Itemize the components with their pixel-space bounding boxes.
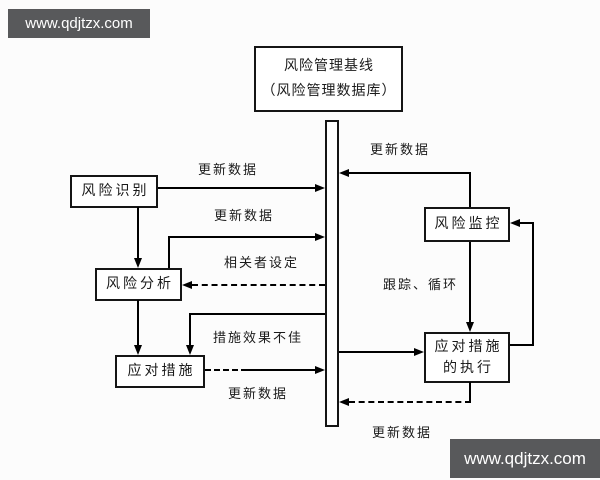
edge-measures-to-bus-dashed-segment: [205, 369, 247, 371]
edge-monitoring-to-bus-line: [349, 172, 471, 174]
edge-bus-to-analysis-dashed-line: [192, 284, 325, 286]
edge-execution-loop-vline: [532, 222, 534, 346]
node-risk-analysis: 风险分析: [95, 268, 182, 301]
edge-label-measures-ineffective: 措施效果不佳: [213, 331, 304, 346]
edge-label-update-data-4: 更新数据: [370, 143, 431, 158]
node-response-execution: 应对措施 的执行: [424, 332, 510, 383]
edge-bus-to-measures-arrow-icon: [186, 345, 194, 355]
edge-analysis-to-bus-arrow-icon: [315, 233, 325, 241]
edge-bus-to-measures-hline: [189, 313, 325, 315]
response-measures-label: 应对措施: [127, 363, 196, 379]
edge-bus-to-execution-arrow-icon: [414, 348, 424, 356]
edge-execution-loop-top-line: [520, 222, 534, 224]
edge-measures-to-bus-line: [247, 369, 315, 371]
risk-identification-label: 风险识别: [81, 183, 150, 199]
edge-identification-to-analysis-arrow-icon: [134, 258, 142, 268]
risk-monitoring-label: 风险监控: [434, 216, 503, 232]
node-risk-monitoring: 风险监控: [424, 207, 510, 242]
watermark-bottom: www.qdjtzx.com: [450, 439, 600, 478]
edge-bus-to-measures-vline: [189, 313, 191, 345]
edge-label-update-data-3: 更新数据: [228, 387, 289, 402]
edge-identification-to-bus-arrow-icon: [315, 184, 325, 192]
edge-measures-to-bus-arrow-icon: [315, 366, 325, 374]
edge-identification-to-bus-line: [158, 187, 315, 189]
response-execution-line2: 的执行: [443, 359, 494, 376]
edge-analysis-to-bus-line: [168, 236, 315, 238]
edge-label-tracking-loop: 跟踪、循环: [383, 278, 459, 293]
edge-bus-to-execution-line: [339, 351, 414, 353]
watermark-bottom-text: www.qdjtzx.com: [464, 448, 586, 468]
response-execution-line1: 应对措施: [434, 338, 503, 355]
edge-monitoring-to-execution-arrow-icon: [466, 322, 474, 332]
node-response-measures: 应对措施: [115, 355, 205, 388]
edge-label-update-data-2: 更新数据: [214, 209, 275, 224]
edge-analysis-to-bus-vline: [168, 238, 170, 268]
edge-analysis-to-measures-line: [137, 300, 139, 345]
watermark-top: www.qdjtzx.com: [8, 9, 150, 38]
edge-monitoring-to-bus-arrow-icon: [339, 169, 349, 177]
edge-execution-loop-bottom-line: [510, 344, 534, 346]
node-risk-identification: 风险识别: [70, 175, 158, 208]
baseline-line1: 风险管理基线: [284, 58, 374, 74]
edge-bus-to-analysis-arrow-icon: [182, 281, 192, 289]
edge-execution-loop-arrow-icon: [510, 219, 520, 227]
edge-label-stakeholder-setting: 相关者设定: [224, 256, 300, 271]
baseline-line2: （风险管理数据库）: [261, 83, 397, 99]
edge-label-update-data-5: 更新数据: [372, 426, 433, 441]
edge-execution-to-bus-arrow-icon: [339, 398, 349, 406]
node-risk-management-baseline: 风险管理基线 （风险管理数据库）: [254, 46, 403, 112]
edge-monitoring-to-execution-line: [469, 242, 471, 322]
edge-execution-to-bus-dashed-line: [349, 401, 471, 403]
node-database-bus-bar: [325, 120, 339, 427]
risk-analysis-label: 风险分析: [106, 276, 174, 292]
edge-monitoring-to-bus-vline: [469, 173, 471, 207]
edge-analysis-to-measures-arrow-icon: [134, 345, 142, 355]
watermark-top-text: www.qdjtzx.com: [25, 15, 133, 32]
edge-execution-to-bus-vline: [469, 382, 471, 403]
edge-identification-to-analysis-line: [137, 207, 139, 258]
edge-label-update-data-1: 更新数据: [198, 163, 259, 178]
